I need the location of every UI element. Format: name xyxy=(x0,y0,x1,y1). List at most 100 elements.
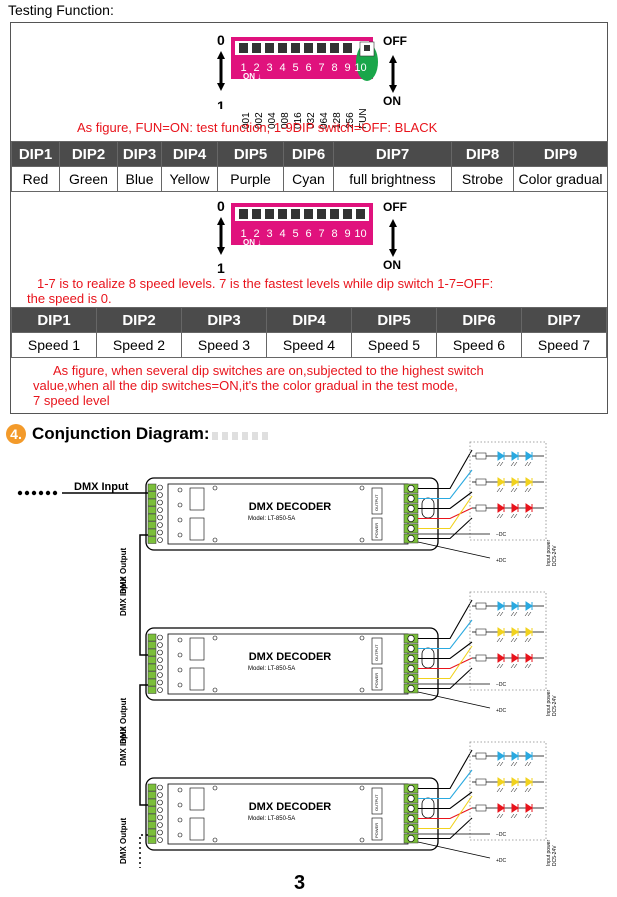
dip2-toggle-6[interactable] xyxy=(304,209,313,219)
dip2-one: 1 xyxy=(217,260,225,275)
dip-value-064: 064 xyxy=(319,112,330,129)
dip2-toggle-10[interactable] xyxy=(356,209,365,219)
dip2-note-line1: 1-7 is to realize 8 speed levels. 7 is t… xyxy=(37,276,494,291)
decoder-model: Model: LT-850-5A xyxy=(248,816,295,822)
table1-header-cell: DIP6 xyxy=(283,141,334,167)
dip2-toggle-1[interactable] xyxy=(239,209,248,219)
dip2-number-4: 4 xyxy=(279,228,285,240)
power-plus: +DC xyxy=(496,858,507,864)
dip2-zero: 0 xyxy=(217,198,225,214)
dip2-toggle-5[interactable] xyxy=(291,209,300,219)
dip1-number-5: 5 xyxy=(292,62,298,74)
dip2-toggle-7[interactable] xyxy=(317,209,326,219)
table2-value-cell: Speed 3 xyxy=(181,332,267,358)
dip2-toggle-2[interactable] xyxy=(252,209,261,219)
dip2-toggle-3[interactable] xyxy=(265,209,274,219)
dip1-number-9: 9 xyxy=(344,62,350,74)
decoder-title: DMX DECODER xyxy=(249,651,332,663)
output-label: OUTPUT xyxy=(374,494,379,511)
table2-header-cell: DIP4 xyxy=(266,307,352,333)
dip1-number-3: 3 xyxy=(266,62,272,74)
power-minus: −DC xyxy=(496,832,507,838)
dip1-number-2: 2 xyxy=(253,62,259,74)
dip2-number-10: 10 xyxy=(354,228,366,240)
dip2-number-6: 6 xyxy=(305,228,311,240)
table1-value-cell: Yellow xyxy=(161,166,218,192)
dip2-on-label: ON xyxy=(383,258,401,272)
power-plus: +DC xyxy=(496,558,507,564)
table2-value-cell: Speed 4 xyxy=(266,332,352,358)
dip1-toggle-3[interactable] xyxy=(265,43,274,53)
dip1-toggle-9[interactable] xyxy=(343,43,352,53)
section-decoration xyxy=(212,432,272,440)
input-power-label: Input power xyxy=(546,540,552,566)
table2-header-cell: DIP1 xyxy=(11,307,97,333)
dip2-note-line2: the speed is 0. xyxy=(27,291,112,306)
table1-header-cell: DIP8 xyxy=(451,141,514,167)
table1-value-cell: Cyan xyxy=(283,166,334,192)
dip-value-256: 256 xyxy=(345,112,356,129)
dip1-on-label: ON xyxy=(383,94,401,108)
section-title: Conjunction Diagram: xyxy=(32,424,210,443)
dip2-toggle-8[interactable] xyxy=(330,209,339,219)
dip1-one: 1 xyxy=(217,98,225,109)
dip-value-001: 001 xyxy=(241,112,252,129)
table1-value-cell: Purple xyxy=(217,166,284,192)
table1-header-cell: DIP4 xyxy=(161,141,218,167)
dip1-zero: 0 xyxy=(217,32,225,48)
dip2-toggle-4[interactable] xyxy=(278,209,287,219)
decoder-model: Model: LT-850-5A xyxy=(248,666,295,672)
dip-value-008: 008 xyxy=(280,112,291,129)
power-minus: −DC xyxy=(496,682,507,688)
table1-value-cell: Red xyxy=(11,166,60,192)
dip2-number-5: 5 xyxy=(292,228,298,240)
table1-header-cell: DIP2 xyxy=(59,141,118,167)
dip2-number-3: 3 xyxy=(266,228,272,240)
page-section-title: Testing Function: xyxy=(8,2,114,18)
dmx-input-side-label: DMX Input xyxy=(119,576,128,616)
table1-value-cell: Color gradual xyxy=(513,166,608,192)
section-number-badge: 4. xyxy=(6,424,26,444)
dip2-number-7: 7 xyxy=(318,228,324,240)
power-plus: +DC xyxy=(496,708,507,714)
table1-header-cell: DIP9 xyxy=(513,141,608,167)
input-power-label: Input power xyxy=(546,690,552,716)
dip1-off-label: OFF xyxy=(383,34,407,48)
dip1-toggle-7[interactable] xyxy=(317,43,326,53)
table2-header-cell: DIP5 xyxy=(351,307,437,333)
power-label: POWER xyxy=(374,823,379,838)
dip1-number-10: 10 xyxy=(354,62,366,74)
dip1-toggle-2[interactable] xyxy=(252,43,261,53)
dip-value-FUN: FUN xyxy=(358,108,369,129)
dip1-toggle-1[interactable] xyxy=(239,43,248,53)
dip-value-128: 128 xyxy=(332,112,343,129)
dip2-toggle-9[interactable] xyxy=(343,209,352,219)
table2-header-cell: DIP6 xyxy=(436,307,522,333)
dip1-toggle-8[interactable] xyxy=(330,43,339,53)
dip1-on-arrow: ON ↓ xyxy=(243,72,261,81)
dip1-toggle-6[interactable] xyxy=(304,43,313,53)
table1-header-cell: DIP5 xyxy=(217,141,284,167)
conjunction-diagram: OUTPUT POWER DMX DECODER Model: LT-850-5A −D… xyxy=(17,441,558,868)
table2-header-cell: DIP3 xyxy=(181,307,267,333)
dip-value-032: 032 xyxy=(306,112,317,129)
table1-header-cell: DIP3 xyxy=(117,141,162,167)
dip-value-004: 004 xyxy=(267,112,278,129)
dip-value-016: 016 xyxy=(293,112,304,129)
decoder-title: DMX DECODER xyxy=(249,501,332,513)
dip-value-002: 002 xyxy=(254,112,265,129)
output-label: OUTPUT xyxy=(374,644,379,661)
dip1-number-7: 7 xyxy=(318,62,324,74)
table1-value-cell: Blue xyxy=(117,166,162,192)
note3-line2: value,when all the dip switches=ON,it's … xyxy=(33,378,458,393)
dip1-toggle-5[interactable] xyxy=(291,43,300,53)
dip1-toggle-4[interactable] xyxy=(278,43,287,53)
